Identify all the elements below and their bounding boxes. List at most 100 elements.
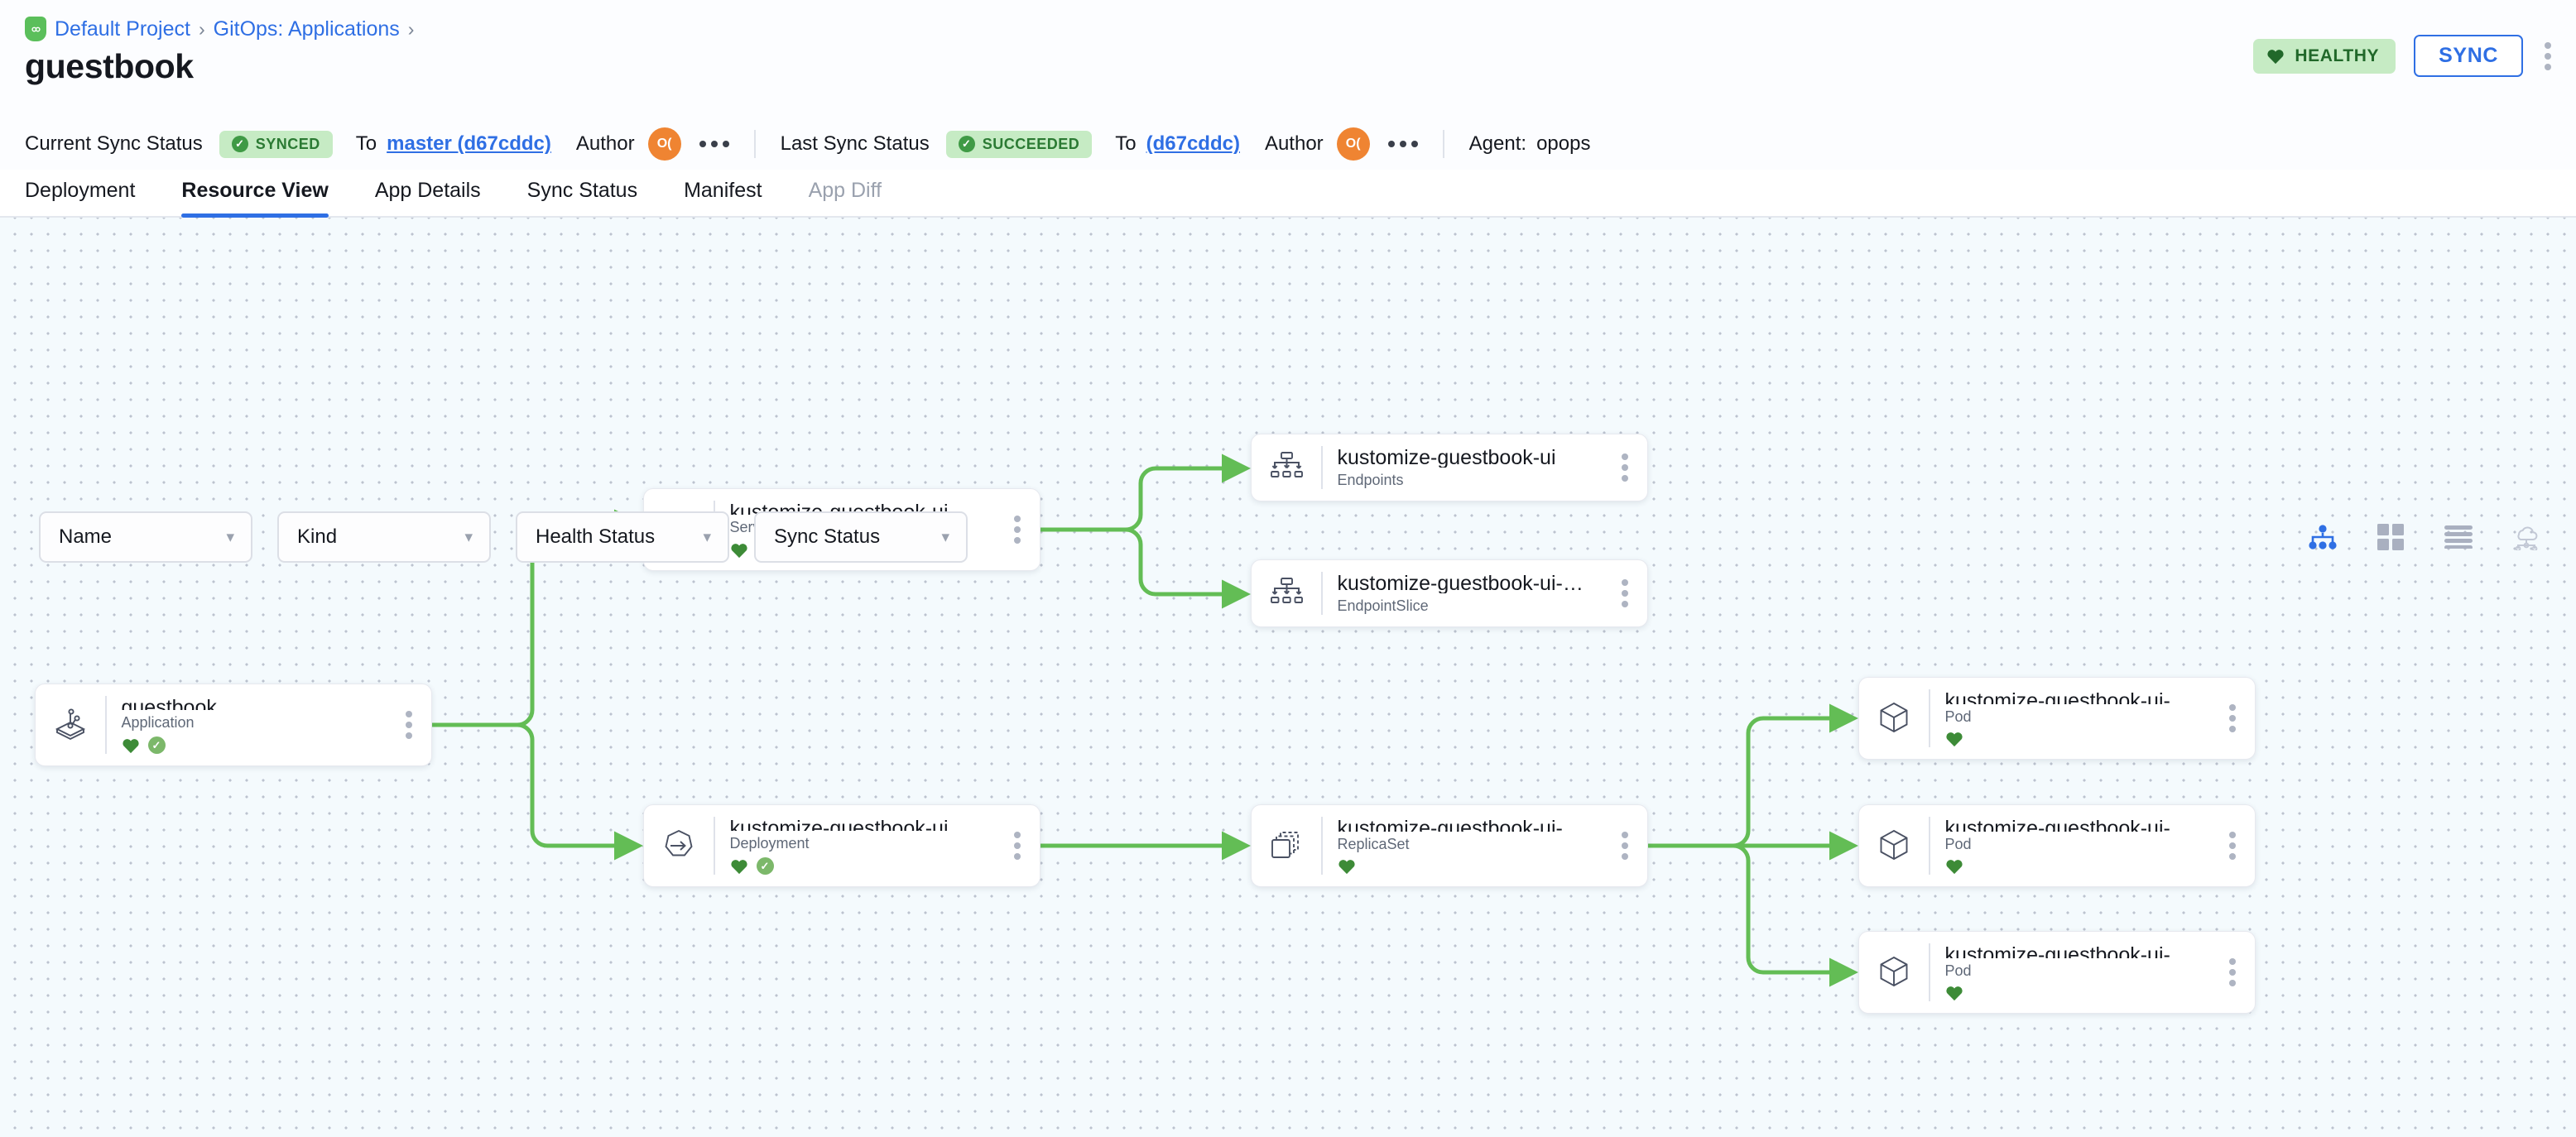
divider <box>1321 572 1323 615</box>
tab-bar: Deployment Resource View App Details Syn… <box>0 170 2576 218</box>
filter-name-select[interactable]: Name ▾ <box>39 511 252 563</box>
heart-icon <box>730 859 747 874</box>
node-menu-icon[interactable] <box>995 489 1040 570</box>
node-name: kustomize-guestbook-ui <box>729 817 949 831</box>
last-sync-revision-link[interactable]: (d67cddc) <box>1146 132 1240 155</box>
node-badges: ✓ <box>730 857 996 875</box>
filter-health-status-select[interactable]: Health Status ▾ <box>516 511 729 563</box>
edge-service-to-endpointslice <box>1040 527 1252 609</box>
sync-status-bar: Current Sync Status ✓ SYNCED To master (… <box>0 118 2576 170</box>
heart-icon <box>730 543 747 558</box>
node-body: kustomize-guestbook-ui-… Pod <box>1930 678 2211 759</box>
breadcrumb-separator-icon: › <box>198 17 205 40</box>
last-sync-to-label: To <box>1115 132 1137 155</box>
divider <box>1321 446 1323 489</box>
check-circle-icon: ✓ <box>231 136 248 152</box>
graph-node-pod-3[interactable]: kustomize-guestbook-ui-… Pod <box>1858 931 2256 1014</box>
project-logo-icon <box>25 17 46 41</box>
graph-node-endpoints[interactable]: kustomize-guestbook-ui Endpoints <box>1251 434 1648 501</box>
current-sync-status-chip: ✓ SYNCED <box>219 130 333 158</box>
synced-check-icon: ✓ <box>147 736 166 754</box>
replicaset-icon <box>1252 805 1321 886</box>
avatar[interactable]: O( <box>1336 127 1370 161</box>
breadcrumb-link-project[interactable]: Default Project <box>55 17 190 41</box>
graph-node-pod-2[interactable]: kustomize-guestbook-ui-… Pod <box>1858 804 2256 887</box>
endpoints-icon <box>1252 434 1321 501</box>
last-sync-more-icon[interactable] <box>1387 141 1418 147</box>
divider <box>105 696 107 754</box>
node-body: kustomize-guestbook-ui Deployment ✓ <box>715 805 996 886</box>
node-menu-icon[interactable] <box>1603 434 1647 501</box>
heart-icon <box>1338 860 1355 875</box>
graph-node-pod-1[interactable]: kustomize-guestbook-ui-… Pod <box>1858 677 2256 760</box>
node-kind: Endpoints <box>1337 472 1404 488</box>
current-sync-revision-link[interactable]: master (d67cddc) <box>387 132 551 155</box>
agent-label: Agent: <box>1468 132 1527 155</box>
graph-node-deployment[interactable]: kustomize-guestbook-ui Deployment ✓ <box>643 804 1040 887</box>
node-badges <box>1338 858 1603 875</box>
tab-app-diff: App Diff <box>808 179 882 202</box>
tab-resource-view[interactable]: Resource View <box>158 179 351 218</box>
current-sync-status-label: Current Sync Status <box>25 132 203 155</box>
graph-node-replicaset[interactable]: kustomize-guestbook-ui-… ReplicaSet <box>1251 804 1648 887</box>
node-badges <box>1945 858 2211 875</box>
tree-view-icon[interactable] <box>2306 521 2339 554</box>
divider <box>1929 943 1930 1001</box>
status-badge-health: HEALTHY <box>2253 38 2396 74</box>
node-menu-icon[interactable] <box>2210 678 2255 759</box>
last-author-label: Author <box>1264 132 1324 155</box>
node-kind: Deployment <box>729 835 810 852</box>
last-sync-status-label: Last Sync Status <box>780 132 930 155</box>
agent-value: opops <box>1536 132 1591 155</box>
node-name: kustomize-guestbook-ui-… <box>1337 572 1584 593</box>
header-actions: HEALTHY SYNC <box>2253 35 2554 77</box>
filter-kind-select[interactable]: Kind ▾ <box>277 511 491 563</box>
node-name: kustomize-guestbook-ui-… <box>1944 689 2191 704</box>
view-mode-toggles <box>2306 521 2543 554</box>
filter-kind-label: Kind <box>297 525 338 548</box>
last-sync-status-value: SUCCEEDED <box>982 135 1080 152</box>
node-menu-icon[interactable] <box>1603 560 1647 626</box>
tab-app-details[interactable]: App Details <box>374 179 481 202</box>
grid-view-icon[interactable] <box>2374 521 2407 554</box>
node-badges <box>1945 985 2211 1001</box>
breadcrumb-link-applications[interactable]: GitOps: Applications <box>213 17 400 41</box>
node-menu-icon[interactable] <box>1603 805 1647 886</box>
node-menu-icon[interactable] <box>2210 932 2255 1013</box>
node-kind: EndpointSlice <box>1337 597 1429 614</box>
filter-health-status-label: Health Status <box>536 525 656 548</box>
node-menu-icon[interactable] <box>2210 805 2255 886</box>
sync-button[interactable]: SYNC <box>2414 35 2523 77</box>
chevron-down-icon: ▾ <box>226 528 234 546</box>
list-view-icon[interactable] <box>2442 521 2475 554</box>
edge-app-to-deployment <box>432 722 644 861</box>
filter-bar: Name ▾ Kind ▾ Health Status ▾ Sync Statu… <box>39 511 968 563</box>
tab-sync-status[interactable]: Sync Status <box>526 179 638 202</box>
current-sync-more-icon[interactable] <box>699 141 729 147</box>
pod-icon <box>1859 678 1929 759</box>
node-menu-icon[interactable] <box>995 805 1040 886</box>
heart-icon <box>1945 986 1963 1001</box>
pod-icon <box>1859 805 1929 886</box>
graph-node-application[interactable]: guestbook Application ✓ <box>35 684 432 766</box>
graph-node-endpointslice[interactable]: kustomize-guestbook-ui-… EndpointSlice <box>1251 559 1648 627</box>
tab-deployment[interactable]: Deployment <box>25 179 136 202</box>
tab-manifest[interactable]: Manifest <box>684 179 762 202</box>
node-name: kustomize-guestbook-ui-… <box>1944 817 2191 832</box>
avatar[interactable]: O( <box>647 127 681 161</box>
node-kind: Pod <box>1944 708 1972 725</box>
network-view-icon[interactable] <box>2510 521 2543 554</box>
kebab-vertical-icon[interactable] <box>2541 39 2554 74</box>
node-body: kustomize-guestbook-ui-… ReplicaSet <box>1323 805 1603 886</box>
chevron-down-icon: ▾ <box>941 528 949 546</box>
node-menu-icon[interactable] <box>387 684 431 765</box>
node-badges <box>1945 731 2211 747</box>
filter-sync-status-select[interactable]: Sync Status ▾ <box>754 511 968 563</box>
page-title: guestbook <box>25 47 194 85</box>
node-name: kustomize-guestbook-ui-… <box>1944 943 2191 958</box>
resource-graph-canvas[interactable]: Name ▾ Kind ▾ Health Status ▾ Sync Statu… <box>0 218 2576 1137</box>
node-body: guestbook Application ✓ <box>107 684 387 765</box>
chevron-down-icon: ▾ <box>703 528 711 546</box>
node-name: kustomize-guestbook-ui-… <box>1337 817 1584 832</box>
breadcrumb-separator-icon: › <box>407 17 415 40</box>
